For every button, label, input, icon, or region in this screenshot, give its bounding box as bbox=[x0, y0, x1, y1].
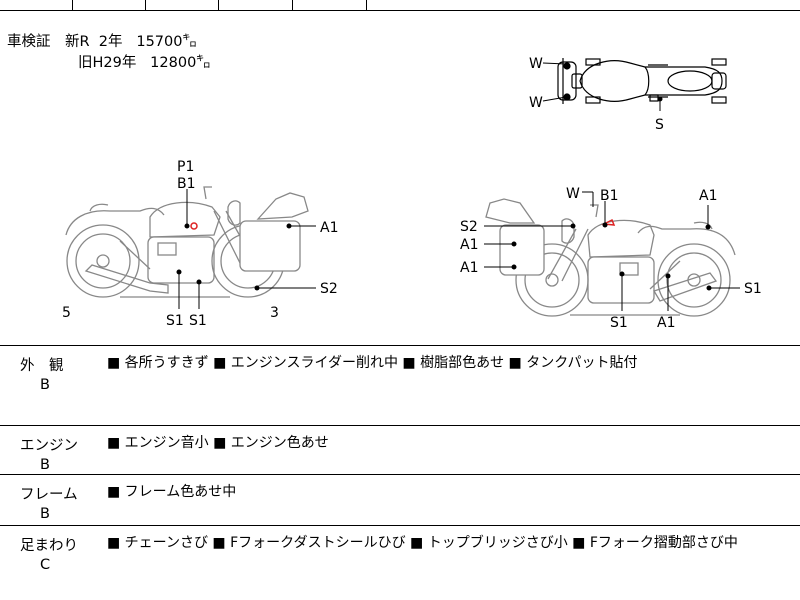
left-side-leaders bbox=[176, 189, 316, 309]
right-label-a1-top: A1 bbox=[699, 188, 717, 204]
condition-grade: B bbox=[40, 457, 50, 473]
right-label-s1-right: S1 bbox=[744, 281, 762, 297]
right-label-b1: B1 bbox=[600, 188, 619, 204]
left-label-s2: S2 bbox=[320, 281, 338, 297]
condition-category: エンジン bbox=[20, 438, 78, 454]
right-label-w: W bbox=[566, 186, 580, 202]
top-view-motorcycle bbox=[557, 58, 727, 104]
left-label-a1: A1 bbox=[320, 220, 338, 236]
right-label-s1-bottom: S1 bbox=[610, 315, 628, 331]
right-label-a1-bottom: A1 bbox=[657, 315, 675, 331]
condition-row-engine: エンジン B ■ エンジン音小 ■ エンジン色あせ bbox=[0, 426, 800, 475]
left-label-b1: B1 bbox=[177, 176, 196, 192]
condition-grade: C bbox=[40, 557, 51, 573]
left-label-s1-a: S1 bbox=[166, 313, 184, 329]
left-label-3: 3 bbox=[270, 305, 279, 321]
right-side-leaders bbox=[484, 191, 740, 311]
inspection-new: 車検証 新R 2年 15700㌔ bbox=[7, 32, 211, 53]
condition-category: フレーム bbox=[20, 487, 78, 503]
inspection-old: 旧H29年 12800㌔ bbox=[7, 53, 211, 74]
right-label-s2: S2 bbox=[460, 219, 478, 235]
header-divider bbox=[366, 0, 367, 10]
top-view-label-s: S bbox=[655, 117, 664, 133]
right-label-a1-low: A1 bbox=[460, 260, 478, 276]
left-label-s1-b: S1 bbox=[189, 313, 207, 329]
inspection-new-value: 新R 2年 15700㌔ bbox=[65, 34, 197, 50]
left-label-p1: P1 bbox=[177, 159, 194, 175]
header-divider bbox=[292, 0, 293, 10]
top-view-leaders bbox=[542, 62, 663, 111]
left-bike-tank-mark bbox=[190, 222, 198, 230]
inspection-info: 車検証 新R 2年 15700㌔ 旧H29年 12800㌔ bbox=[7, 32, 211, 74]
motorcycle-diagrams: W W S bbox=[62, 56, 762, 331]
condition-grade: B bbox=[40, 506, 50, 522]
condition-remarks: ■ チェーンさび ■ Fフォークダストシールひび ■ トップブリッジさび小 ■ … bbox=[107, 535, 738, 551]
condition-remarks: ■ エンジン音小 ■ エンジン色あせ bbox=[107, 435, 329, 451]
top-view-label-w-bottom: W bbox=[529, 95, 543, 111]
condition-grade: B bbox=[40, 377, 50, 393]
left-label-5: 5 bbox=[62, 305, 71, 321]
condition-remarks: ■ フレーム色あせ中 bbox=[107, 484, 237, 500]
condition-remarks: ■ 各所うすきず ■ エンジンスライダー削れ中 ■ 樹脂部色あせ ■ タンクパッ… bbox=[107, 355, 638, 371]
condition-row-suspension: 足まわり C ■ チェーンさび ■ Fフォークダストシールひび ■ トップブリッ… bbox=[0, 526, 800, 600]
top-view-label-w-top: W bbox=[529, 56, 543, 72]
header-divider bbox=[145, 0, 146, 10]
right-label-a1-mid: A1 bbox=[460, 237, 478, 253]
header-strip bbox=[0, 0, 800, 11]
right-side-motorcycle bbox=[485, 198, 736, 317]
condition-row-frame: フレーム B ■ フレーム色あせ中 bbox=[0, 475, 800, 526]
inspection-old-value: 旧H29年 12800㌔ bbox=[78, 55, 211, 71]
condition-row-exterior: 外 観 B ■ 各所うすきず ■ エンジンスライダー削れ中 ■ 樹脂部色あせ ■… bbox=[0, 346, 800, 426]
left-side-motorcycle bbox=[65, 186, 309, 298]
header-divider bbox=[72, 0, 73, 10]
header-divider bbox=[218, 0, 219, 10]
condition-category: 外 観 bbox=[20, 358, 64, 374]
inspection-label: 車検証 bbox=[7, 34, 51, 50]
right-bike-tank-mark bbox=[601, 218, 616, 226]
condition-category: 足まわり bbox=[20, 538, 78, 554]
damage-diagram-area: 車検証 新R 2年 15700㌔ 旧H29年 12800㌔ bbox=[0, 11, 800, 346]
